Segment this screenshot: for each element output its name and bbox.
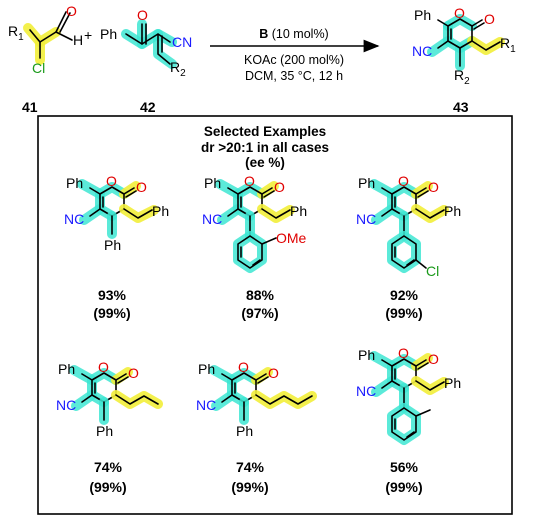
methoxy-label: OMe	[276, 230, 307, 246]
svg-text:O: O	[136, 179, 147, 195]
compound-number-41: 41	[22, 99, 38, 115]
svg-text:NC: NC	[356, 211, 376, 227]
example-2-ee: (97%)	[241, 305, 278, 321]
svg-text:Ph: Ph	[58, 361, 75, 377]
svg-text:O: O	[428, 351, 439, 367]
examples-subtitle: dr >20:1 in all cases	[201, 140, 329, 155]
product-phenyl: Ph	[414, 7, 431, 23]
aldehyde-o: O	[66, 3, 77, 19]
svg-text:Ph: Ph	[444, 203, 461, 219]
svg-text:Ph: Ph	[198, 361, 215, 377]
svg-text:R2: R2	[170, 59, 186, 79]
examples-note: (ee %)	[245, 155, 285, 170]
catalyst-letter: B	[259, 27, 268, 41]
product-r1: R	[500, 35, 510, 51]
phenyl-label: Ph	[100, 26, 117, 42]
example-5-ee: (99%)	[231, 479, 268, 495]
plus-sign: +	[84, 27, 92, 43]
compound-41-structure: R1 O H Cl	[8, 3, 83, 76]
examples-box	[37, 115, 513, 515]
svg-text:O: O	[268, 365, 279, 381]
catalyst-loading: (10 mol%)	[272, 27, 329, 41]
example-1-yield: 93%	[98, 287, 127, 303]
r2-subscript: 2	[180, 68, 186, 79]
example-4-yield: 74%	[94, 459, 123, 475]
product-r2: R	[454, 67, 464, 83]
svg-text:R2: R2	[454, 67, 470, 87]
svg-text:NC: NC	[64, 211, 84, 227]
svg-text:R1: R1	[500, 35, 516, 55]
ketone-o: O	[137, 7, 148, 23]
svg-text:O: O	[238, 359, 249, 375]
svg-text:Ph: Ph	[152, 203, 169, 219]
svg-text:Ph: Ph	[290, 203, 307, 219]
svg-text:Ph: Ph	[358, 175, 375, 191]
r2-label: R	[170, 59, 180, 75]
svg-text:O: O	[398, 345, 409, 361]
example-4-ee: (99%)	[89, 479, 126, 495]
carbonyl-o: O	[484, 11, 495, 27]
svg-text:Ph: Ph	[204, 175, 221, 191]
svg-text:O: O	[106, 173, 117, 189]
example-3-ee: (99%)	[385, 305, 422, 321]
svg-text:Ph: Ph	[358, 347, 375, 363]
svg-text:Ph: Ph	[104, 237, 121, 253]
svg-text:O: O	[398, 173, 409, 189]
example-2-yield: 88%	[246, 287, 275, 303]
svg-text:O: O	[428, 179, 439, 195]
examples-title: Selected Examples	[204, 124, 326, 139]
example-structure-2: Ph O O NC OMe Ph	[202, 173, 307, 273]
svg-text:NC: NC	[196, 397, 216, 413]
svg-text:O: O	[128, 365, 139, 381]
svg-text:Ph: Ph	[444, 375, 461, 391]
svg-text:NC: NC	[56, 397, 76, 413]
svg-text:Ph: Ph	[236, 423, 253, 439]
example-structure-4: Ph O O NC Ph	[56, 359, 163, 439]
r-subscript: 1	[18, 32, 24, 43]
svg-text:B (10 mol%): B (10 mol%)	[259, 27, 328, 41]
svg-text:Ph: Ph	[66, 175, 83, 191]
aryl-chloro: Cl	[426, 263, 439, 279]
example-6-yield: 56%	[390, 459, 419, 475]
aldehyde-h: H	[73, 32, 83, 48]
example-structure-6: Ph O O NC Ph	[356, 345, 461, 445]
product-r2-sub: 2	[464, 76, 470, 87]
example-structure-5: Ph O O NC Ph	[196, 359, 317, 439]
svg-text:Ph: Ph	[96, 423, 113, 439]
svg-text:R1: R1	[8, 23, 24, 43]
svg-text:NC: NC	[202, 211, 222, 227]
compound-42-structure: Ph O CN R2	[100, 7, 192, 79]
example-1-ee: (99%)	[93, 305, 130, 321]
svg-text:NC: NC	[356, 383, 376, 399]
example-structure-3: Ph O O NC Cl Ph	[356, 173, 461, 279]
conditions-base: KOAc (200 mol%)	[244, 53, 344, 67]
example-3-yield: 92%	[390, 287, 419, 303]
example-6-ee: (99%)	[385, 479, 422, 495]
conditions-solvent: DCM, 35 °C, 12 h	[245, 69, 343, 83]
compound-number-43: 43	[453, 99, 469, 115]
svg-text:O: O	[98, 359, 109, 375]
r-label: R	[8, 23, 18, 39]
compound-43-structure: Ph O O NC R2 R1	[412, 5, 516, 87]
ring-o: O	[454, 5, 465, 21]
example-5-yield: 74%	[236, 459, 265, 475]
compound-number-42: 42	[140, 99, 156, 115]
svg-text:O: O	[244, 173, 255, 189]
example-structure-1: Ph O O NC Ph Ph	[64, 173, 169, 253]
product-r1-sub: 1	[510, 44, 516, 55]
product-nitrile: NC	[412, 43, 432, 59]
chloro-label: Cl	[32, 60, 45, 76]
svg-text:O: O	[274, 179, 285, 195]
nitrile-label: CN	[172, 34, 192, 50]
